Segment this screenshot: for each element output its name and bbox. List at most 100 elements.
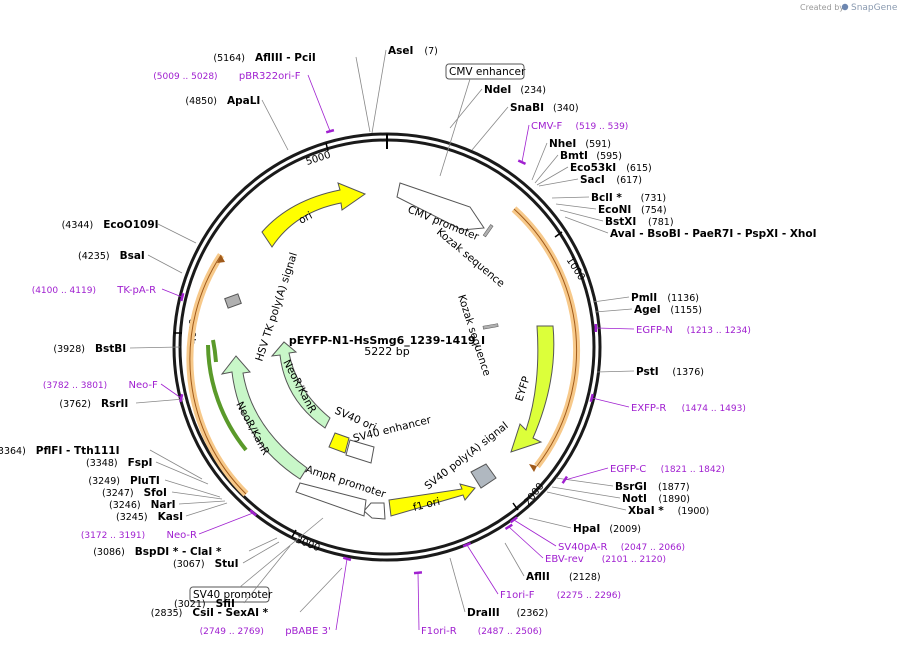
- primer-name: EGFP-C: [610, 464, 646, 475]
- primer-name: pBABE 3': [285, 626, 331, 637]
- site-name: SfoI: [144, 487, 167, 499]
- leader-cmv-enhancer: [439, 78, 471, 177]
- primer-4: SV40pA-R (2047 .. 2066): [509, 516, 685, 553]
- site-22: (3067)StuI: [173, 541, 280, 570]
- orange-arc-eyfp-core: [513, 208, 578, 467]
- primer-leader: [564, 467, 609, 481]
- site-leader: [555, 203, 597, 210]
- site-name: BstXI: [605, 216, 636, 228]
- site-leader: [528, 517, 572, 529]
- site-name: AgeI: [634, 304, 661, 316]
- primer-marker: [413, 571, 423, 575]
- svg-text:5000: 5000: [305, 150, 333, 168]
- site-position: (1890): [658, 494, 690, 505]
- primer-leader: [335, 558, 348, 631]
- site-33: (4344)EcoO109I: [62, 219, 197, 244]
- site-name: HpaI: [573, 523, 600, 535]
- site-24: (3245)KasI: [116, 502, 228, 523]
- site-16: XbaI *(1900): [546, 491, 710, 517]
- f1-ori-arrow: [388, 483, 476, 517]
- primer-marker: [249, 509, 257, 517]
- site-28: (3348) FspI: [86, 457, 209, 485]
- site-leader: [242, 541, 280, 564]
- site-29: (3364)PflFI - Tth111I: [0, 445, 203, 480]
- primer-position: (2047 .. 2066): [621, 543, 685, 553]
- primer-name: Neo-F: [129, 380, 159, 391]
- site-position: (1155): [670, 305, 702, 316]
- primer-position: (2275 .. 2296): [557, 591, 621, 601]
- primer-leader: [466, 544, 499, 595]
- site-position: (234): [520, 85, 546, 96]
- site-7: BclI *(731): [551, 192, 667, 204]
- site-name: BstBI: [95, 343, 126, 355]
- site-leader: [371, 49, 387, 134]
- site-position: (2362): [517, 608, 549, 619]
- primer-leader: [513, 519, 557, 547]
- green-arc: [206, 344, 248, 452]
- feature-label-ori: ori: [297, 210, 315, 227]
- feature-label-neor-inner: NeoR/KanR: [280, 358, 318, 415]
- site-leader: [248, 537, 278, 552]
- restriction-sites: AseI(7)NdeI(234)SnaBI(340)NheI(591)BmtI(…: [0, 45, 817, 619]
- site-leader: [449, 557, 466, 613]
- site-position: (1877): [658, 482, 690, 493]
- primer-leader: [508, 526, 544, 559]
- primer-name: EXFP-R: [631, 403, 666, 414]
- primer-7: F1ori-R(2487 .. 2506): [413, 571, 542, 637]
- primer-leader: [417, 572, 420, 631]
- site-35: (5164)AflIII - PciI: [213, 52, 371, 133]
- site-leader: [178, 500, 226, 505]
- primer-name: SV40pA-R: [558, 542, 607, 553]
- site-name: EcoO109I: [103, 219, 158, 231]
- site-leader: [504, 542, 525, 577]
- svg-text:1000: 1000: [564, 255, 587, 282]
- site-leader: [171, 491, 223, 500]
- site-leader: [546, 491, 627, 511]
- sv40-ori-box: [328, 432, 350, 454]
- site-12: AgeI (1155): [594, 304, 702, 316]
- primer-leader: [595, 327, 635, 330]
- site-20: (2835)CsiI - SexAI *: [151, 567, 343, 619]
- site-21: (3021)SfiI: [174, 545, 291, 610]
- site-name: NotI: [622, 493, 647, 505]
- primer-position: (2749 .. 2769): [200, 627, 264, 637]
- orange-arc-eyfp-head: [529, 464, 537, 472]
- site-name: BsaI: [120, 250, 145, 262]
- site-leader: [135, 398, 185, 404]
- site-name: KasI: [158, 511, 183, 523]
- eyfp-arrow: [510, 325, 555, 453]
- site-position: (731): [641, 193, 667, 204]
- site-17: HpaI(2009): [528, 517, 641, 535]
- primer-marker: [179, 393, 184, 403]
- site-leader: [592, 296, 630, 303]
- site-position: (3348): [86, 458, 118, 469]
- site-name: PluTI: [130, 475, 160, 487]
- primer-marker: [462, 542, 472, 548]
- primer-position: (4100 .. 4119): [32, 286, 96, 296]
- site-position: (3249): [88, 476, 120, 487]
- site-name: AflII: [526, 571, 550, 583]
- site-15: NotI (1890): [551, 486, 690, 505]
- site-position: (4850): [185, 96, 217, 107]
- site-position: (1900): [678, 506, 710, 517]
- site-18: AflII(2128): [504, 542, 601, 583]
- primer-name: F1ori-R: [421, 626, 457, 637]
- site-position: (3928): [53, 344, 85, 355]
- primer-marker: [517, 159, 527, 166]
- site-position: (4235): [78, 251, 110, 262]
- site-name: SfiI: [216, 598, 235, 610]
- primer-8: pBABE 3' (2749 .. 2769): [200, 556, 352, 637]
- primer-position: (5009 .. 5028): [153, 72, 217, 82]
- primer-position: (1474 .. 1493): [682, 404, 746, 414]
- primer-9: Neo-R(3172 .. 3191): [81, 509, 257, 541]
- site-name: FspI: [128, 457, 153, 469]
- sv40-polya-box: [470, 463, 497, 489]
- feature-box-sv40-promoter: [189, 586, 270, 603]
- site-name: StuI: [215, 558, 239, 570]
- site-position: (5164): [213, 53, 245, 64]
- ori-arrow: [261, 182, 367, 248]
- site-position: (617): [616, 175, 642, 186]
- site-3: NheI(591): [531, 138, 611, 181]
- site-26: (3247)SfoI: [102, 487, 223, 500]
- hsv-tk-box: [224, 293, 242, 309]
